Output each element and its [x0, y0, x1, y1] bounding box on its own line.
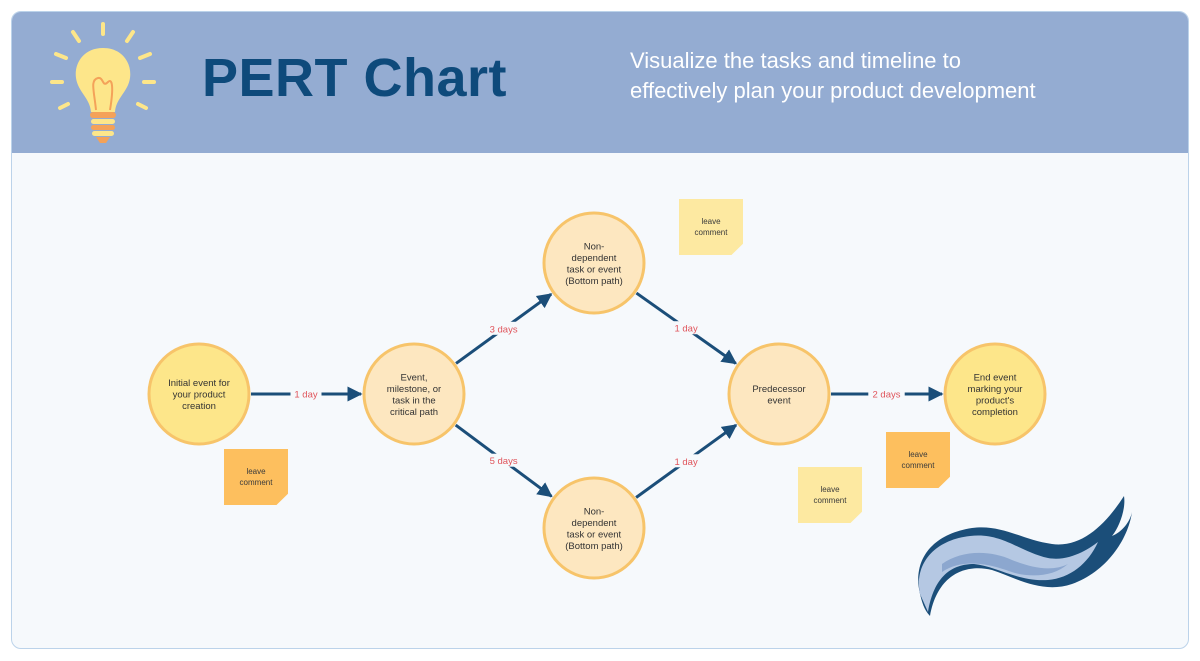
- node-label: creation: [182, 401, 216, 412]
- node-label: marking your: [968, 384, 1023, 395]
- edge-label-bg: [670, 321, 702, 335]
- comment-note-text: leave: [701, 217, 721, 226]
- edge-label-bg: [868, 387, 905, 400]
- edge-duration-label: 2 days: [873, 390, 901, 401]
- header-banner: PERT Chart Visualize the tasks and timel…: [12, 12, 1188, 153]
- edge-duration-label: 3 days: [490, 324, 518, 335]
- node-label: completion: [972, 407, 1018, 418]
- edge-label-bg: [485, 321, 522, 335]
- lightbulb-icon: [50, 22, 156, 143]
- node-label: critical path: [390, 407, 438, 418]
- edge-label-bg: [485, 453, 522, 467]
- node-circle: [727, 342, 831, 446]
- node-circle: [943, 342, 1047, 446]
- node-label: your product: [173, 390, 226, 401]
- edge-duration-label: 1 day: [674, 324, 697, 335]
- comment-note-text: leave: [820, 485, 840, 494]
- node-label: event: [767, 395, 791, 406]
- edge-duration-label: 5 days: [490, 456, 518, 467]
- node-label: (Bottom path): [565, 276, 623, 287]
- node-circle: [147, 342, 251, 446]
- node-circle: [542, 211, 646, 315]
- comment-note[interactable]: leave comment: [224, 449, 288, 505]
- page-title: PERT Chart: [202, 48, 508, 108]
- pert-chart-canvas: PERT Chart Visualize the tasks and timel…: [11, 11, 1189, 649]
- brush-stroke-decoration: [918, 496, 1132, 616]
- comment-note[interactable]: leave comment: [798, 467, 862, 523]
- node-label: Non-: [584, 241, 605, 252]
- node-label: Initial event for: [168, 378, 230, 389]
- comment-note-text: comment: [239, 478, 273, 487]
- node-label: Event,: [401, 372, 428, 383]
- pert-diagram: 1 day 3 days 5 days 1 day 1 day 2 days Initia…: [147, 211, 1132, 616]
- edge-duration-label: 1 day: [674, 457, 697, 468]
- comment-note-text: comment: [901, 461, 935, 470]
- node-label: End event: [974, 372, 1017, 383]
- comment-note-text: leave: [908, 450, 928, 459]
- node-label: dependent: [572, 253, 617, 264]
- node-label: dependent: [572, 518, 617, 529]
- node-label: Non-: [584, 506, 605, 517]
- comment-note-text: leave: [246, 467, 266, 476]
- node-label: Predecessor: [752, 384, 805, 395]
- node-label: task or event: [567, 529, 622, 540]
- page-subtitle: Visualize the tasks and timeline to effe…: [630, 46, 1130, 106]
- node-label: product's: [976, 395, 1015, 406]
- edge-label-bg: [290, 387, 322, 400]
- node-label: task in the: [392, 395, 435, 406]
- subtitle-line-1: Visualize the tasks and timeline to: [630, 48, 961, 73]
- comment-note[interactable]: leave comment: [886, 432, 950, 488]
- node-label: milestone, or: [387, 384, 441, 395]
- comment-note-text: comment: [813, 496, 847, 505]
- comment-note[interactable]: leave comment: [679, 199, 743, 255]
- node-label: (Bottom path): [565, 541, 623, 552]
- node-circle: [362, 342, 466, 446]
- subtitle-line-2: effectively plan your product developmen…: [630, 78, 1036, 103]
- comment-note-text: comment: [694, 228, 728, 237]
- node-label: task or event: [567, 264, 622, 275]
- node-circle: [542, 476, 646, 580]
- edge-label-bg: [670, 454, 702, 468]
- edge-duration-label: 1 day: [294, 390, 317, 401]
